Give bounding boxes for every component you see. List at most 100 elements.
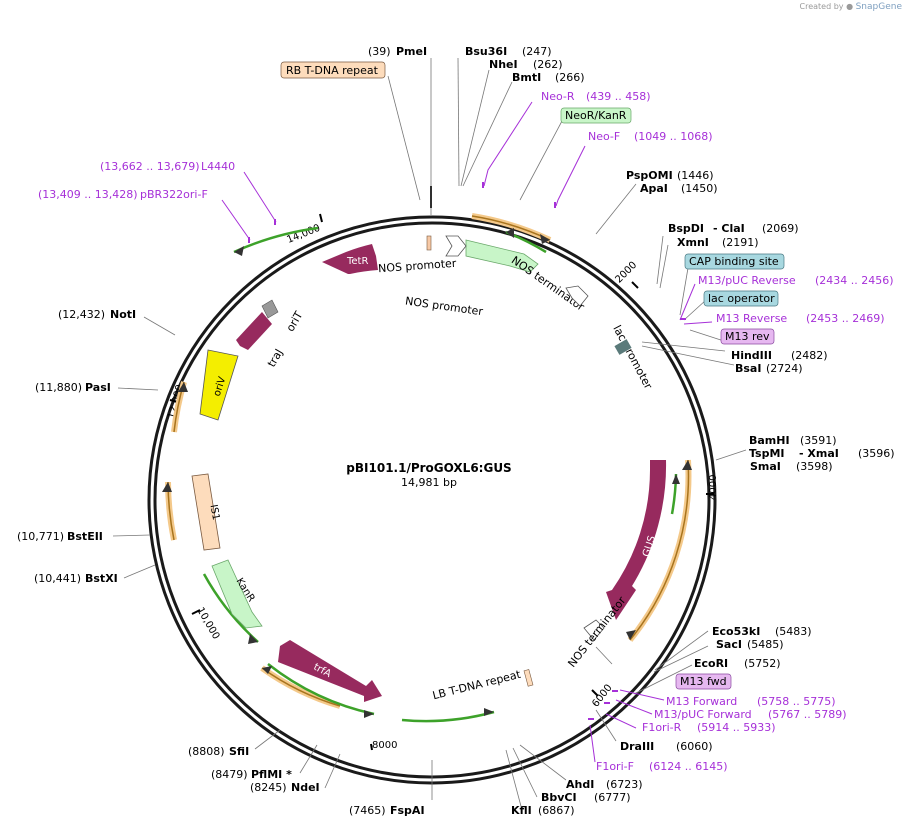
site-bsteii[interactable]: BstEII bbox=[67, 530, 103, 543]
feature-lb-tdna-marker[interactable] bbox=[523, 669, 534, 687]
created-by-text: Created by bbox=[799, 2, 844, 11]
site-xmni-pos: (2191) bbox=[722, 236, 759, 249]
site-pflmi[interactable]: PflMI * bbox=[251, 768, 292, 781]
site-smai-pos: (3598) bbox=[796, 460, 833, 473]
primer-neof[interactable]: Neo-F bbox=[588, 130, 620, 143]
box-m13rev-label: M13 rev bbox=[725, 330, 770, 343]
site-bbvci-pos: (6777) bbox=[594, 791, 631, 804]
site-xmai[interactable]: - XmaI bbox=[799, 447, 839, 460]
site-saci[interactable]: SacI bbox=[716, 638, 742, 651]
feature-lac-promoter-arrow[interactable] bbox=[565, 285, 589, 307]
feature-oriv[interactable] bbox=[199, 349, 239, 421]
primer-m13puc-rev[interactable]: M13/pUC Reverse bbox=[698, 274, 796, 287]
site-nhei[interactable]: NheI bbox=[489, 58, 518, 71]
site-pasi-pos: (11,880) bbox=[35, 381, 82, 394]
primer-pbr322ori-f[interactable]: pBR322ori-F bbox=[140, 188, 208, 201]
primer-m13puc-fwd-range: (5767 .. 5789) bbox=[768, 708, 847, 721]
restriction-sites: (39) PmeI Bsu36I (247) NheI (262) BmtI (… bbox=[17, 45, 895, 817]
site-ndei-pos: (8245) bbox=[250, 781, 287, 794]
site-noti-pos: (12,432) bbox=[58, 308, 105, 321]
site-bamhi-pos: (3591) bbox=[800, 434, 837, 447]
site-bsu36i[interactable]: Bsu36I bbox=[465, 45, 507, 58]
site-hindiii[interactable]: HindIII bbox=[731, 349, 772, 362]
box-lacop[interactable] bbox=[703, 290, 779, 307]
feature-nos-promoter-arrow[interactable] bbox=[445, 235, 467, 257]
brand-name: SnapGene bbox=[855, 2, 902, 12]
site-bstxi[interactable]: BstXI bbox=[85, 572, 118, 585]
feature-lb-tdna-label: LB T-DNA repeat bbox=[431, 668, 523, 703]
primer-m13-fwd[interactable]: M13 Forward bbox=[666, 695, 737, 708]
feature-traj-label: traJ bbox=[265, 347, 286, 370]
feature-rb-marker[interactable] bbox=[426, 235, 432, 251]
primer-m13-fwd-range: (5758 .. 5775) bbox=[757, 695, 836, 708]
site-bmti[interactable]: BmtI bbox=[512, 71, 541, 84]
site-bspdi[interactable]: BspDI bbox=[668, 222, 704, 235]
feature-nos-promoter-2-label: NOS promoter bbox=[404, 294, 484, 318]
site-xmai-pos: (3596) bbox=[858, 447, 895, 460]
site-bsteii-pos: (10,771) bbox=[17, 530, 64, 543]
site-fspai[interactable]: FspAI bbox=[390, 804, 425, 817]
site-ndei[interactable]: NdeI bbox=[291, 781, 320, 794]
site-bsu36i-pos: (247) bbox=[522, 45, 552, 58]
site-eco53ki[interactable]: Eco53kI bbox=[712, 625, 760, 638]
feature-is1[interactable] bbox=[191, 473, 221, 551]
primer-f1ori-r[interactable]: F1ori-R bbox=[642, 721, 682, 734]
site-bamhi[interactable]: BamHI bbox=[749, 434, 790, 447]
tick-label-6000: 6000 bbox=[590, 683, 614, 710]
primer-neor[interactable]: Neo-R bbox=[541, 90, 575, 103]
site-draiii[interactable]: DraIII bbox=[620, 740, 654, 753]
site-bsai-pos: (2724) bbox=[766, 362, 803, 375]
box-cap[interactable] bbox=[684, 253, 785, 270]
tick-label-4000: 4000 bbox=[708, 475, 719, 500]
feature-tetr-label: TetR bbox=[346, 256, 368, 267]
site-pasi[interactable]: PasI bbox=[85, 381, 111, 394]
site-sfii-pos: (8808) bbox=[188, 745, 225, 758]
site-sfii[interactable]: SfiI bbox=[229, 745, 249, 758]
tick-label-10000: 10,000 bbox=[194, 606, 221, 642]
feature-orit[interactable] bbox=[261, 299, 279, 319]
box-neor-kanr-label: NeoR/KanR bbox=[565, 109, 627, 122]
site-ecori[interactable]: EcoRI bbox=[694, 657, 728, 670]
site-ecori-pos: (5752) bbox=[744, 657, 781, 670]
feature-trfa[interactable] bbox=[278, 640, 382, 702]
primer-leader-lines bbox=[221, 101, 713, 763]
feature-nos-terminator-1[interactable] bbox=[465, 239, 539, 273]
site-pspomi[interactable]: PspOMI bbox=[626, 169, 673, 182]
site-tspmi[interactable]: TspMI bbox=[749, 447, 785, 460]
site-apai[interactable]: ApaI bbox=[640, 182, 668, 195]
site-smai[interactable]: SmaI bbox=[750, 460, 781, 473]
primers: Neo-R (439 .. 458) Neo-F (1049 .. 1068) … bbox=[38, 90, 894, 773]
feature-nos-terminator-2-arrow[interactable] bbox=[583, 619, 605, 641]
site-bstxi-pos: (10,441) bbox=[34, 572, 81, 585]
label-boxes: RB T-DNA repeat NeoR/KanR CAP binding si… bbox=[280, 61, 785, 690]
site-kfli[interactable]: KflI bbox=[511, 804, 532, 817]
box-rb-tdna[interactable] bbox=[280, 61, 386, 79]
feature-traj[interactable] bbox=[236, 312, 272, 350]
site-clai[interactable]: - ClaI bbox=[713, 222, 745, 235]
site-ahdi[interactable]: AhdI bbox=[566, 778, 594, 791]
site-bmti-pos: (266) bbox=[555, 71, 585, 84]
box-m13fwd[interactable] bbox=[675, 673, 732, 690]
primer-m13puc-fwd[interactable]: M13/pUC Forward bbox=[654, 708, 752, 721]
box-m13rev[interactable] bbox=[720, 328, 775, 345]
site-bsai[interactable]: BsaI bbox=[735, 362, 761, 375]
feature-tetr[interactable] bbox=[322, 244, 378, 274]
site-pflmi-pos: (8479) bbox=[211, 768, 248, 781]
site-noti[interactable]: NotI bbox=[110, 308, 136, 321]
feature-kanr[interactable] bbox=[211, 559, 263, 629]
primer-l4440[interactable]: L4440 bbox=[201, 160, 235, 173]
box-lacop-label: lac operator bbox=[708, 292, 775, 305]
feature-lac-operator-marks[interactable] bbox=[614, 339, 632, 355]
primer-m13-rev-range: (2453 .. 2469) bbox=[806, 312, 885, 325]
feature-gus[interactable] bbox=[606, 460, 667, 620]
box-neor-kanr[interactable] bbox=[560, 107, 632, 124]
site-bbvci[interactable]: BbvCI bbox=[541, 791, 577, 804]
feature-nos-terminator-2-label: NOS terminator bbox=[565, 594, 628, 670]
box-cap-label: CAP binding site bbox=[689, 255, 779, 268]
primer-f1ori-f[interactable]: F1ori-F bbox=[596, 760, 634, 773]
site-xmni[interactable]: XmnI bbox=[677, 236, 709, 249]
site-pmei[interactable]: PmeI bbox=[396, 45, 427, 58]
snapgene-logo-icon: ● bbox=[846, 2, 854, 11]
primer-m13-rev[interactable]: M13 Reverse bbox=[716, 312, 787, 325]
